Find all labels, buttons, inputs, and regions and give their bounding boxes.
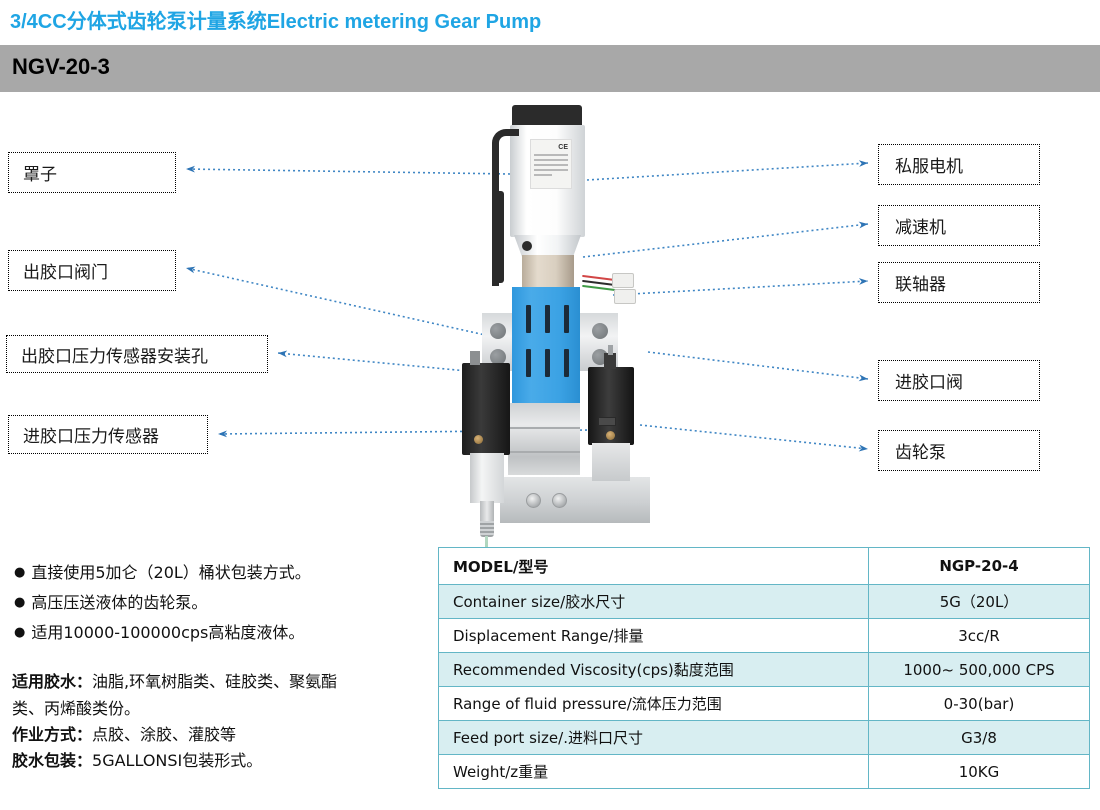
application-notes: 适用胶水：油脂,环氧树脂类、硅胶类、聚氨酯 类、丙烯酸类份。 作业方式：点胶、涂… [12, 668, 427, 774]
list-item: ● 高压压送液体的齿轮泵。 [14, 588, 424, 618]
callout-right-inlet-valve[interactable]: 进胶口阀 [878, 360, 1040, 401]
motor-nameplate: CE [530, 139, 572, 189]
specification-table: MODEL/型号 NGP-20-4 Container size/胶水尺寸 5G… [438, 547, 1090, 789]
page-title: 3/4CC分体式齿轮泵计量系统Electric metering Gear Pu… [10, 11, 542, 33]
pump-body [508, 403, 580, 475]
table-header-value: NGP-20-4 [868, 547, 1090, 585]
callout-right-gear-pump[interactable]: 齿轮泵 [878, 430, 1040, 471]
spec-value: 3cc/R [868, 618, 1090, 653]
bullet-text: 适用10000-100000cps高粘度液体。 [31, 623, 305, 642]
spec-label: Container size/胶水尺寸 [438, 584, 869, 619]
callout-left-outlet-valve[interactable]: 出胶口阀门 [8, 250, 176, 291]
note-key: 胶水包装 [12, 751, 77, 770]
callout-label: 出胶口压力传感器安装孔 [21, 346, 208, 367]
callout-left-cover[interactable]: 罩子 [8, 152, 176, 193]
callout-label: 进胶口阀 [895, 373, 963, 393]
note-separator: ： [76, 725, 93, 744]
table-header-label: MODEL/型号 [438, 547, 869, 585]
base-screw [552, 493, 567, 508]
product-photo: CE [440, 105, 700, 558]
note-glue-types: 适用胶水：油脂,环氧树脂类、硅胶类、聚氨酯 [12, 668, 427, 695]
table-row: Displacement Range/排量 3cc/R [438, 618, 1090, 653]
ce-mark: CE [558, 144, 568, 151]
motor-cable-loop [492, 129, 519, 286]
callout-label: 出胶口阀门 [23, 263, 108, 283]
note-operation-mode: 作业方式：点胶、涂胶、灌胶等 [12, 722, 427, 748]
callout-right-reducer[interactable]: 减速机 [878, 205, 1040, 246]
callout-label: 罩子 [23, 165, 57, 185]
note-glue-types-cont: 类、丙烯酸类份。 [12, 695, 427, 722]
table-row: Container size/胶水尺寸 5G（20L） [438, 584, 1090, 619]
bullet-dot: ● [14, 565, 26, 580]
spec-label: Recommended Viscosity(cps)黏度范围 [438, 652, 869, 687]
note-value: 点胶、涂胶、灌胶等 [92, 725, 237, 744]
motor-cable-run [496, 191, 504, 283]
note-separator: ： [76, 751, 93, 770]
bullet-dot: ● [14, 625, 26, 640]
bullet-dot: ● [14, 595, 26, 610]
table-row: Weight/z重量 10KG [438, 754, 1090, 789]
coupling-housing [512, 287, 580, 405]
servo-motor-top-cap [512, 105, 582, 127]
callout-label: 私服电机 [895, 157, 963, 177]
note-key: 适用胶水 [12, 672, 77, 691]
spec-label: Weight/z重量 [438, 754, 869, 789]
note-value: 类、丙烯酸类份。 [12, 699, 141, 718]
table-header-row: MODEL/型号 NGP-20-4 [438, 547, 1090, 585]
brass-screw [606, 431, 615, 440]
motor-taper [514, 235, 581, 257]
list-item: ● 直接使用5加仑（20L）桶状包装方式。 [14, 558, 424, 588]
outlet-valve-body [462, 363, 510, 455]
brass-screw [474, 435, 483, 444]
nozzle-neck [480, 501, 494, 523]
wire-harness [582, 273, 640, 304]
inlet-valve-cap [604, 353, 616, 369]
callout-label: 进胶口压力传感器 [23, 427, 159, 447]
callout-left-inlet-pressure-sensor[interactable]: 进胶口压力传感器 [8, 415, 208, 454]
nozzle-knurled-fitting [480, 521, 494, 537]
inlet-valve-stem [608, 345, 613, 355]
connector [612, 273, 634, 288]
valve-connector [598, 417, 616, 426]
connector [614, 289, 636, 304]
spec-value: 1000~ 500,000 CPS [868, 652, 1090, 687]
list-item: ● 适用10000-100000cps高粘度液体。 [14, 618, 424, 648]
spec-value: 5G（20L） [868, 584, 1090, 619]
note-key: 作业方式 [12, 725, 77, 744]
table-row: Recommended Viscosity(cps)黏度范围 1000~ 500… [438, 652, 1090, 687]
spec-label: Feed port size/.进料口尺寸 [438, 720, 869, 755]
table-row: Range of fluid pressure/流体压力范围 0-30(bar) [438, 686, 1090, 721]
base-block [500, 477, 650, 523]
bullet-text: 直接使用5加仑（20L）桶状包装方式。 [31, 563, 311, 582]
spec-value: 0-30(bar) [868, 686, 1090, 721]
inlet-riser [592, 443, 630, 481]
spec-label: Range of fluid pressure/流体压力范围 [438, 686, 869, 721]
note-separator: ： [76, 672, 93, 691]
spec-value: 10KG [868, 754, 1090, 789]
note-value: 5GALLONSI包装形式。 [92, 751, 263, 770]
model-band: NGV-20-3 [0, 45, 1100, 92]
table-row: Feed port size/.进料口尺寸 G3/8 [438, 720, 1090, 755]
spec-label: Displacement Range/排量 [438, 618, 869, 653]
plate-hole [490, 323, 506, 339]
note-value: 油脂,环氧树脂类、硅胶类、聚氨酯 [92, 672, 338, 691]
spec-value: G3/8 [868, 720, 1090, 755]
bullet-text: 高压压送液体的齿轮泵。 [31, 593, 208, 612]
callout-right-coupling[interactable]: 联轴器 [878, 262, 1040, 303]
outlet-valve-cap [470, 351, 480, 365]
callout-left-outlet-sensor-hole[interactable]: 出胶口压力传感器安装孔 [6, 335, 268, 373]
model-number: NGV-20-3 [12, 54, 110, 79]
feature-bullet-list: ● 直接使用5加仑（20L）桶状包装方式。 ● 高压压送液体的齿轮泵。 ● 适用100… [14, 558, 424, 648]
base-screw [526, 493, 541, 508]
callout-right-servo-motor[interactable]: 私服电机 [878, 144, 1040, 185]
callout-label: 联轴器 [895, 275, 946, 295]
nozzle-block [470, 453, 504, 503]
callout-label: 减速机 [895, 218, 946, 238]
motor-port-plug [522, 241, 532, 251]
note-glue-packaging: 胶水包装：5GALLONSI包装形式。 [12, 748, 427, 774]
plate-hole [592, 323, 608, 339]
callout-label: 齿轮泵 [895, 443, 946, 463]
plate-hole [490, 349, 506, 365]
